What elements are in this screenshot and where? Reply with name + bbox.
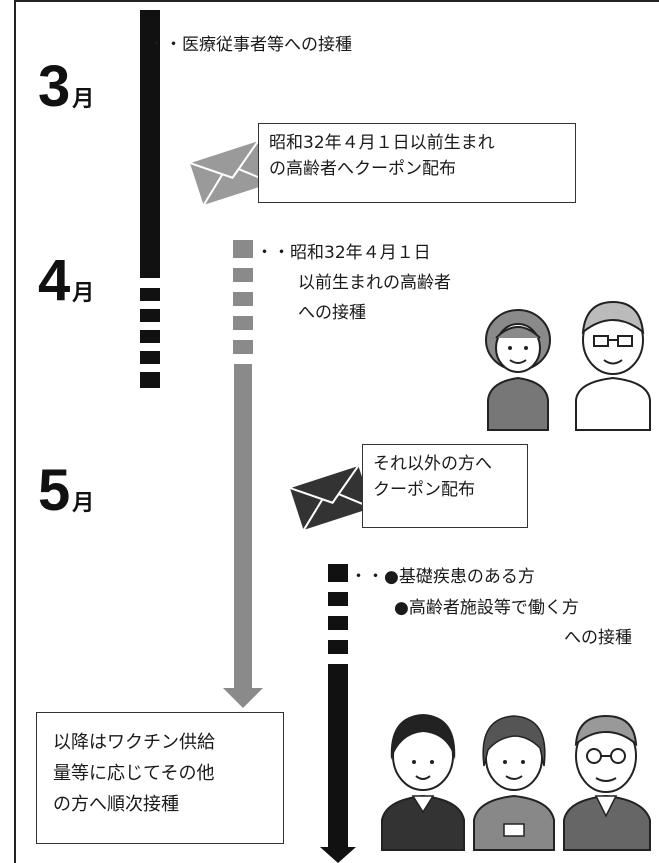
month-april: 4月 — [38, 252, 94, 310]
elderly-couple-icon — [485, 300, 651, 431]
month-april-unit: 月 — [72, 280, 95, 305]
month-march-number: 3 — [38, 54, 71, 119]
timeline-elderly-solid — [234, 364, 252, 690]
month-april-number: 4 — [38, 248, 71, 313]
timeline-elderly-dash — [233, 240, 253, 258]
coupon-elderly-line1: 昭和32年４月１日以前生まれ — [269, 133, 495, 153]
afterwards-line1: 以降はワクチン供給 — [53, 732, 215, 753]
month-march-unit: 月 — [72, 86, 95, 111]
timeline-underlying-dash — [328, 616, 348, 630]
timeline-medical-dash — [140, 309, 160, 322]
three-people-icon — [381, 714, 651, 851]
timeline-underlying-dash — [328, 592, 348, 606]
note-underlying-line3: への接種 — [564, 628, 632, 648]
afterwards-box: 以降はワクチン供給 量等に応じてその他 の方へ順次接種 — [36, 712, 284, 844]
timeline-underlying-dash — [328, 564, 348, 582]
note-elderly-line1: ・・昭和32年４月１日 — [256, 243, 431, 263]
timeline-elderly-dash — [233, 316, 253, 330]
timeline-elderly-dash — [233, 292, 253, 306]
coupon-others-box: それ以外の方へ クーポン配布 — [362, 444, 528, 528]
month-may-number: 5 — [38, 458, 71, 523]
note-underlying-line2: ●高齢者施設等で働く方 — [394, 598, 579, 618]
timeline-medical-dash — [140, 330, 160, 343]
timeline-underlying-dash — [328, 640, 348, 654]
arrow-down-icon — [320, 847, 356, 863]
timeline-medical-dash — [140, 372, 160, 388]
timeline-medical-dash — [140, 288, 160, 301]
timeline-medical-dash — [140, 351, 160, 364]
note-elderly-line3: への接種 — [298, 303, 366, 323]
timeline-underlying-solid — [328, 664, 348, 848]
timeline-elderly-dash — [233, 340, 253, 354]
afterwards-line3: の方へ順次接種 — [53, 794, 179, 815]
coupon-others-line2: クーポン配布 — [373, 480, 475, 500]
note-medical-workers: ・・医療従事者等への接種 — [148, 35, 352, 55]
month-may: 5月 — [38, 462, 94, 520]
frame-border — [14, 0, 659, 863]
month-march: 3月 — [38, 58, 94, 116]
arrow-down-icon — [223, 688, 263, 708]
coupon-elderly-line2: の高齢者へクーポン配布 — [269, 159, 456, 179]
afterwards-line2: 量等に応じてその他 — [53, 763, 215, 784]
coupon-others-line1: それ以外の方へ — [373, 454, 492, 474]
note-underlying-line1: ・・●基礎疾患のある方 — [350, 567, 535, 587]
month-may-unit: 月 — [72, 490, 95, 515]
timeline-elderly-dash — [233, 268, 253, 282]
timeline-medical-solid — [140, 10, 160, 278]
coupon-elderly-box: 昭和32年４月１日以前生まれ の高齢者へクーポン配布 — [258, 123, 576, 203]
note-elderly-line2: 以前生まれの高齢者 — [298, 273, 451, 293]
